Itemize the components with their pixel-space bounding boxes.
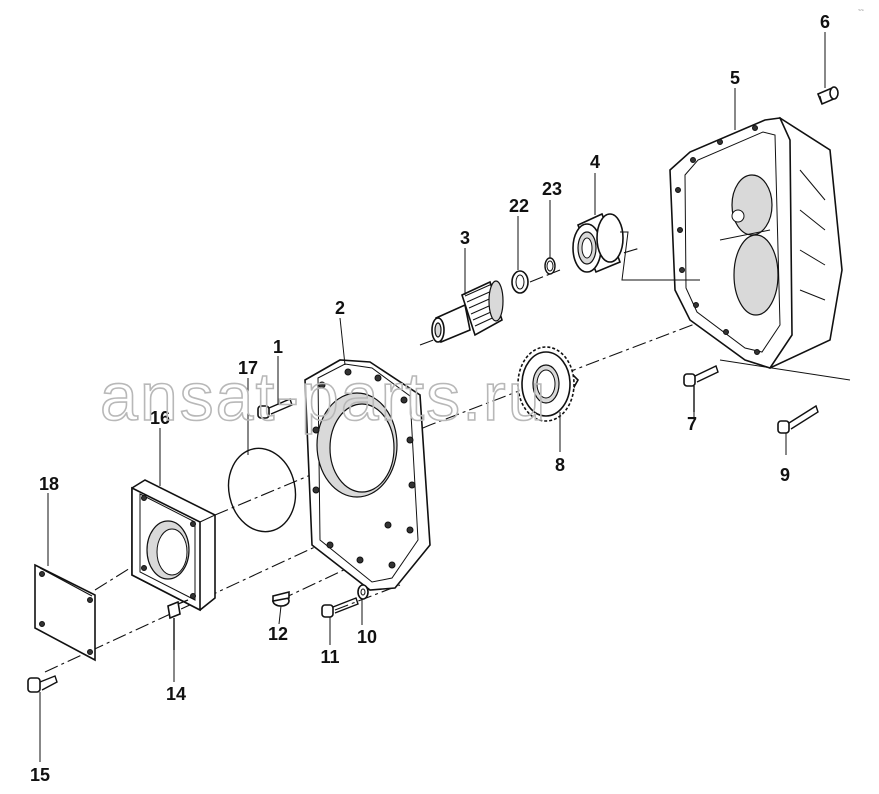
- corner-mark: ~~: [858, 8, 864, 14]
- part-9-bolt: [777, 404, 819, 434]
- callout-labels: 1 2 3 4 5 6 7 8 9 10 11 12 14 15 16 17 1…: [30, 12, 830, 785]
- part-16-flange: [131, 479, 216, 612]
- callout-18: 18: [39, 474, 59, 494]
- part-5-gearbox-housing: [669, 116, 843, 369]
- part-8-gear: [517, 346, 579, 422]
- callout-6: 6: [820, 12, 830, 32]
- callout-5: 5: [730, 68, 740, 88]
- callout-1: 1: [273, 337, 283, 357]
- callout-4: 4: [590, 152, 600, 172]
- watermark: ansat-parts.ru: [100, 359, 548, 435]
- part-6-plug: [816, 86, 839, 106]
- part-2-mounting-plate: [304, 359, 431, 591]
- leader-lines: [39, 32, 851, 762]
- callout-22: 22: [509, 196, 529, 216]
- callout-7: 7: [687, 414, 697, 434]
- part-1-bolt: [257, 398, 293, 419]
- part-12-plug: [272, 590, 290, 607]
- part-3-gear-shaft: [431, 280, 504, 344]
- callout-14: 14: [166, 684, 186, 704]
- callout-16: 16: [150, 408, 170, 428]
- part-15-bolt: [27, 675, 58, 693]
- part-4-bearing: [572, 212, 624, 274]
- callout-9: 9: [780, 465, 790, 485]
- callout-3: 3: [460, 228, 470, 248]
- callout-17: 17: [238, 358, 258, 378]
- callout-2: 2: [335, 298, 345, 318]
- part-17-o-ring: [227, 447, 297, 533]
- part-11-bolt: [321, 597, 359, 618]
- part-14-bolt: [167, 599, 189, 650]
- callout-10: 10: [357, 627, 377, 647]
- part-7-bolt: [683, 365, 719, 412]
- callout-15: 15: [30, 765, 50, 785]
- callout-12: 12: [268, 624, 288, 644]
- part-10-washer: [357, 584, 369, 600]
- callout-8: 8: [555, 455, 565, 475]
- callout-11: 11: [320, 647, 339, 667]
- part-18-cover-plate: [34, 563, 96, 662]
- callout-23: 23: [542, 179, 562, 199]
- part-22-washer: [511, 270, 529, 294]
- part-23-snap-ring: [544, 257, 556, 275]
